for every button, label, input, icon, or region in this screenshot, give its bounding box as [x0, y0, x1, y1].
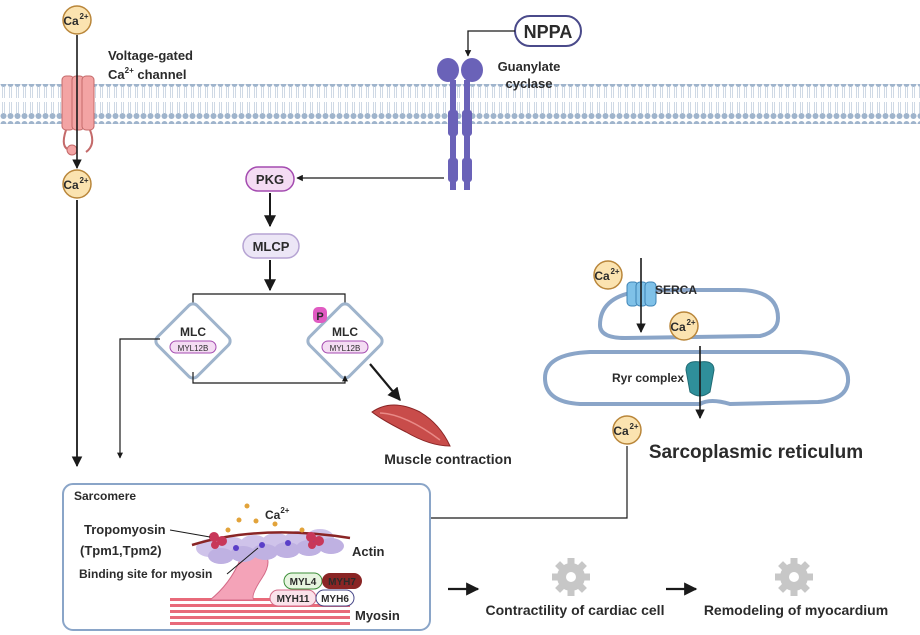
svg-text:2+: 2+ — [610, 267, 619, 276]
myosin-label: Myosin — [355, 608, 400, 623]
nppa-node: NPPA — [514, 15, 582, 47]
gear-icon-remodeling — [775, 558, 813, 596]
muscle-icon — [371, 404, 451, 447]
serca-label: SERCA — [655, 283, 697, 297]
voltage-gated-channel-icon — [61, 75, 95, 156]
channel-label-line1: Voltage-gated — [108, 48, 193, 63]
troponin-icon — [209, 532, 324, 549]
sarcomere-ca-label: Ca2+ — [265, 506, 290, 522]
svg-text:MLC: MLC — [332, 325, 358, 339]
tropomyosin-strand — [191, 531, 351, 547]
guanylate-cyclase-receptor-icon — [437, 58, 483, 190]
myh11-badge: MYH11 — [269, 589, 317, 607]
svg-text:MYH7: MYH7 — [328, 577, 356, 588]
muscle-contraction-label: Muscle contraction — [384, 451, 512, 467]
svg-text:NPPA: NPPA — [524, 22, 573, 42]
ca-ion-cytosol: Ca 2+ — [62, 169, 92, 199]
myosin-filament — [170, 598, 350, 625]
actin-label: Actin — [352, 544, 385, 559]
tpm-label: (Tpm1,Tpm2) — [80, 543, 162, 558]
contractility-label: Contractility of cardiac cell — [486, 602, 665, 618]
myh7-badge: MYH7 — [322, 573, 362, 589]
mlcp-node: MLCP — [242, 233, 300, 259]
binding-site-label: Binding site for myosin — [79, 567, 212, 581]
mlc-right-phosphorylated: MLC MYL12B P — [306, 302, 384, 380]
ca-ion-top: Ca 2+ — [62, 5, 92, 35]
guanylate-label-line1: Guanylate — [498, 59, 561, 74]
channel-label-line2: Ca2+ channel — [108, 66, 187, 82]
ca-ion-serca: Ca 2+ — [593, 260, 623, 290]
myh6-badge: MYH6 — [315, 589, 355, 607]
svg-text:2+: 2+ — [686, 318, 695, 327]
svg-text:Ca: Ca — [613, 424, 629, 438]
ryr-label: Ryr complex — [612, 371, 684, 385]
svg-text:MYH6: MYH6 — [321, 594, 349, 605]
svg-text:Ca: Ca — [594, 269, 610, 283]
ca-ion-sr-lumen: Ca 2+ — [669, 311, 699, 341]
sarcomere-title: Sarcomere — [74, 489, 136, 503]
svg-text:MYH11: MYH11 — [277, 594, 310, 605]
svg-text:P: P — [316, 311, 323, 323]
guanylate-label-line2: cyclase — [506, 76, 553, 91]
cell-membrane — [0, 84, 920, 124]
calcium-dots — [225, 503, 305, 533]
sr-title: Sarcoplasmic reticulum — [649, 442, 863, 463]
svg-text:MYL4: MYL4 — [290, 577, 317, 588]
mlc-left: MLC MYL12B — [154, 302, 232, 380]
pkg-node: PKG — [245, 166, 295, 192]
myl4-badge: MYL4 — [283, 572, 323, 590]
remodeling-label: Remodeling of myocardium — [704, 602, 888, 618]
svg-text:Ca: Ca — [63, 178, 79, 192]
svg-text:2+: 2+ — [629, 422, 638, 431]
tropomyosin-label: Tropomyosin — [84, 522, 166, 537]
svg-text:MYL12B: MYL12B — [330, 344, 361, 353]
svg-text:PKG: PKG — [256, 172, 284, 187]
ca-ion-released: Ca 2+ — [612, 415, 642, 445]
svg-text:Ca: Ca — [63, 14, 79, 28]
svg-text:2+: 2+ — [79, 176, 88, 185]
svg-text:Ca: Ca — [670, 320, 686, 334]
svg-text:MYL12B: MYL12B — [178, 344, 209, 353]
svg-text:MLCP: MLCP — [253, 239, 290, 254]
svg-text:MLC: MLC — [180, 325, 206, 339]
gear-icon-contractility — [552, 558, 590, 596]
actin-filament — [196, 529, 344, 564]
svg-text:2+: 2+ — [79, 12, 88, 21]
